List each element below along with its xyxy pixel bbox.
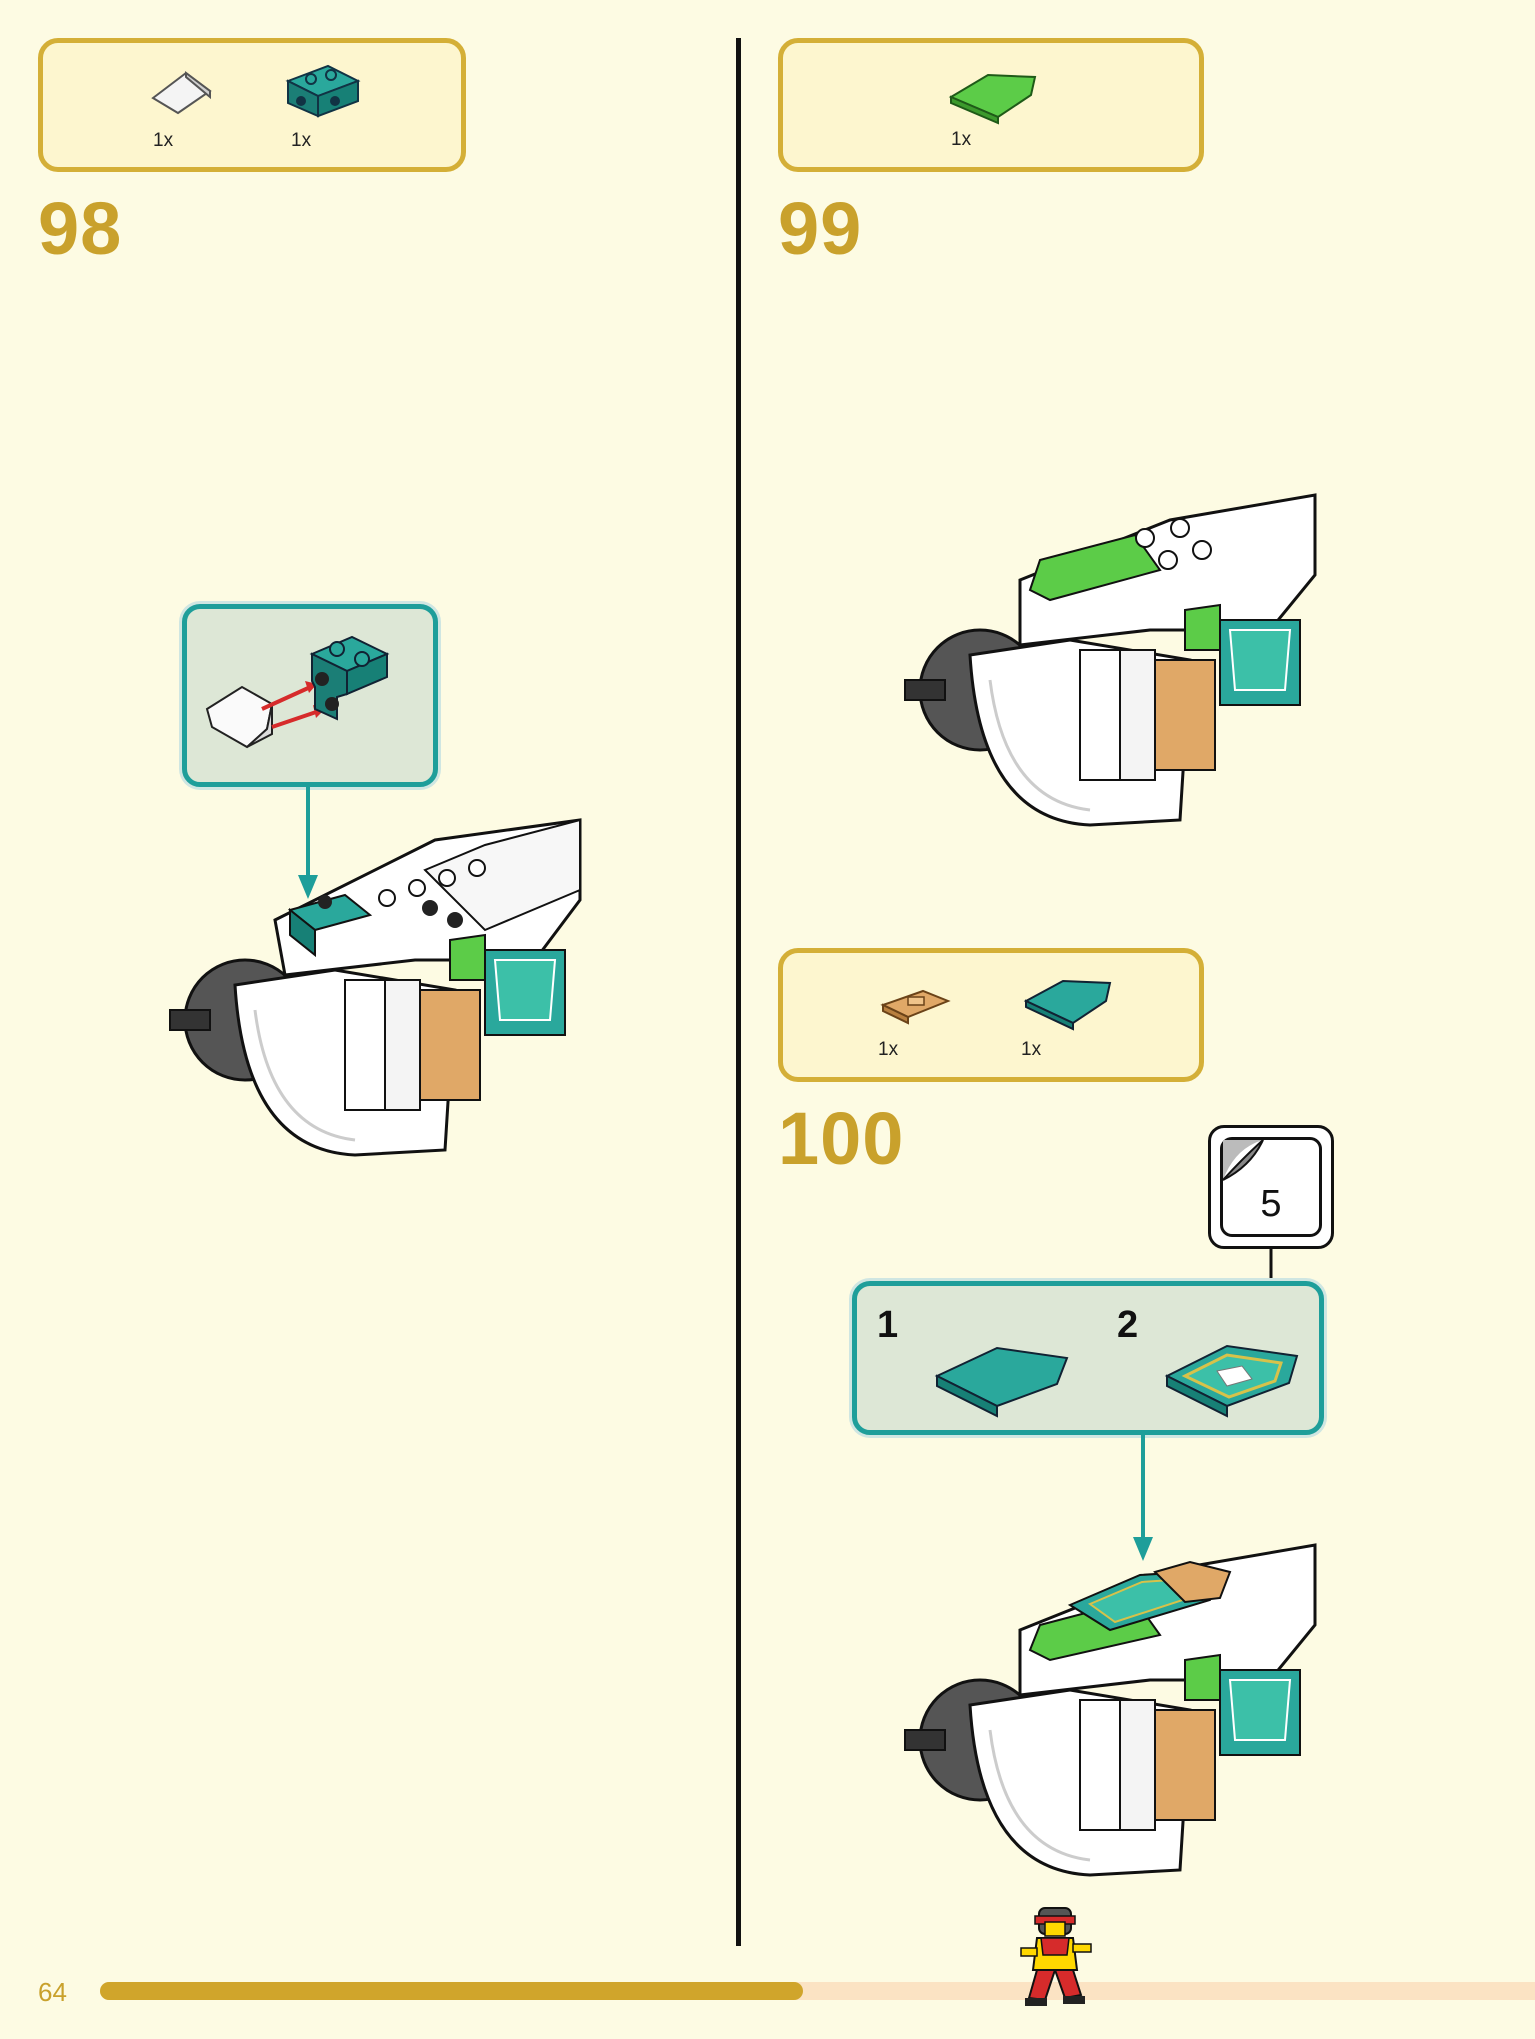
part-qty: 1x — [878, 1039, 899, 1060]
step-number: 98 — [38, 187, 123, 270]
part-qty: 1x — [291, 130, 312, 151]
step-number: 99 — [778, 187, 863, 270]
build-progress-fill — [100, 1982, 804, 2000]
parts-box-step-98: 1x 1x — [38, 38, 466, 172]
build-progress-bar — [100, 1982, 1535, 2000]
sticker-number: 5 — [1260, 1183, 1282, 1225]
teal-bracket-plate-icon — [285, 64, 361, 118]
model-illustration-step-98 — [169, 818, 582, 1157]
callout-arrow — [298, 787, 318, 899]
part-qty: 1x — [1021, 1039, 1042, 1060]
model-illustration-step-100 — [904, 1543, 1317, 1877]
sub-step-number: 2 — [1117, 1304, 1139, 1346]
teal-wedge-tile-detail — [934, 1346, 1069, 1418]
sticker-indicator: 5 — [1208, 1125, 1334, 1249]
part-qty: 1x — [951, 129, 972, 150]
column-divider — [736, 38, 741, 1946]
tan-tile-with-clip-icon — [880, 989, 951, 1025]
stickered-wedge-tile-detail — [1164, 1344, 1299, 1418]
white-slope-brick-icon — [151, 71, 212, 115]
detail-callout-step-98 — [182, 604, 438, 787]
parts-box-step-100: 1x 1x — [778, 948, 1204, 1082]
part-qty: 1x — [153, 130, 174, 151]
step-number: 100 — [778, 1097, 905, 1180]
callout-arrow — [1133, 1435, 1153, 1561]
detail-callout-step-100: 1 2 — [852, 1281, 1324, 1435]
ninja-minifigure-icon — [1020, 1907, 1092, 2006]
page-number: 64 — [38, 1977, 67, 2007]
assembly-detail-illustration — [205, 635, 390, 749]
teal-wedge-tile-icon — [1023, 979, 1112, 1031]
sticker-sheet-icon: 5 — [1220, 1137, 1322, 1237]
model-illustration-step-99 — [904, 493, 1317, 827]
sub-step-number: 1 — [877, 1304, 899, 1346]
parts-box-step-99: 1x — [778, 38, 1204, 172]
green-wedge-tile-icon — [948, 73, 1037, 125]
